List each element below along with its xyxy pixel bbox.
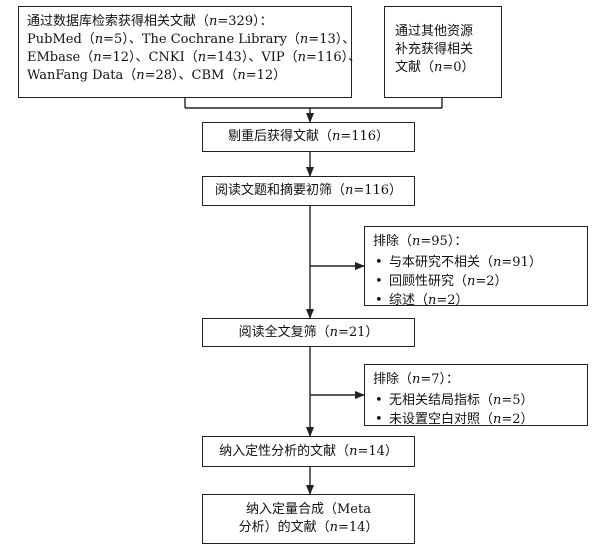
exclude2-list: 无相关结局指标（n=5） 未设置空白对照（n=2） <box>373 391 579 429</box>
database-search-box: 通过数据库检索获得相关文献（n=329）： PubMed（n=5）、The Co… <box>18 6 362 98</box>
qualitative-analysis-box: 纳入定性分析的文献（n=14） <box>202 436 415 467</box>
other-line-3: 文献（n=0） <box>395 60 475 75</box>
exclusion-box-1: 排除（n=95）： 与本研究不相关（n=91） 回顾性研究（n=2） 综述（n=… <box>364 226 588 308</box>
qualitative-label: 纳入定性分析的文献（n=14） <box>219 443 398 459</box>
other-line-2: 补充获得相关 <box>395 42 474 57</box>
other-sources-box: 通过其他资源 补充获得相关 文献（n=0） <box>384 6 502 98</box>
dedup-box: 剔重后获得文献（n=116） <box>202 122 415 152</box>
exclude1-item: 综述（n=2） <box>373 291 579 310</box>
exclude2-item: 未设置空白对照（n=2） <box>373 410 579 429</box>
quantitative-synthesis-box: 纳入定量合成（Meta 分析）的文献（n=14） <box>202 494 415 544</box>
exclude1-title: 排除（n=95）： <box>373 234 468 249</box>
screen1-label: 阅读文题和摘要初筛（n=116） <box>214 183 403 198</box>
title-abstract-screen-box: 阅读文题和摘要初筛（n=116） <box>202 176 415 206</box>
exclude1-item: 回顾性研究（n=2） <box>373 272 579 291</box>
screen2-label: 阅读全文复筛（n=21） <box>238 324 379 340</box>
dedup-label: 剔重后获得文献（n=116） <box>227 129 390 144</box>
db-line-2: PubMed（n=5）、The Cochrane Library（n=13）、 <box>27 32 356 47</box>
exclude2-item: 无相关结局指标（n=5） <box>373 391 579 410</box>
quantitative-line-1: 纳入定量合成（Meta <box>246 502 371 517</box>
quantitative-line-2: 分析）的文献（n=14） <box>238 520 379 535</box>
db-line-3: EMbase（n=12）、CNKI（n=143）、VIP（n=116）、 <box>27 50 362 65</box>
exclude1-item: 与本研究不相关（n=91） <box>373 253 579 272</box>
exclude1-list: 与本研究不相关（n=91） 回顾性研究（n=2） 综述（n=2） <box>373 253 579 310</box>
exclusion-box-2: 排除（n=7）： 无相关结局指标（n=5） 未设置空白对照（n=2） <box>364 364 588 429</box>
db-line-1: 通过数据库检索获得相关文献（n=329）： <box>27 14 273 29</box>
full-text-screen-box: 阅读全文复筛（n=21） <box>202 318 415 347</box>
db-line-4: WanFang Data（n=28）、CBM（n=12） <box>27 68 287 83</box>
other-line-1: 通过其他资源 <box>395 24 474 39</box>
exclude2-title: 排除（n=7）： <box>373 372 460 387</box>
